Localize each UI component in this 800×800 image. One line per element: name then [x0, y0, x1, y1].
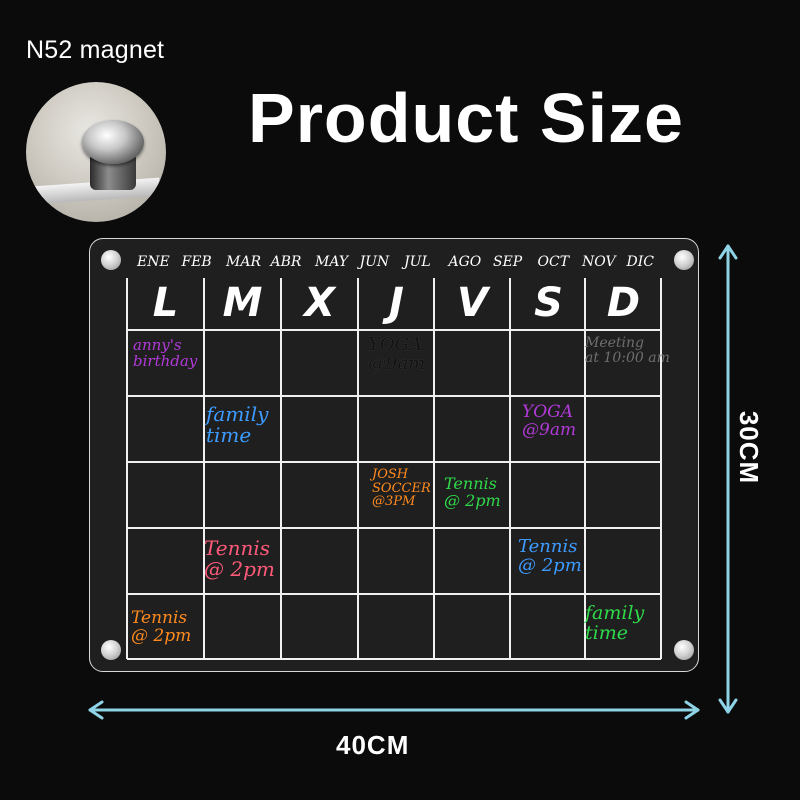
month-label: AGO	[448, 254, 482, 270]
note-line: SOCCER	[372, 480, 431, 496]
weekday-letter: S	[534, 280, 563, 326]
corner-magnet-bottom-right	[674, 640, 694, 660]
note-line: at 10:00 am	[585, 349, 670, 366]
weekday-letter: J	[389, 280, 404, 326]
note-line: Tennis	[518, 536, 578, 557]
note-line: Meeting	[585, 335, 644, 351]
note-line: @3PM	[372, 494, 416, 510]
note-line: @ 2pm	[204, 557, 275, 581]
weekday-letter: M	[222, 280, 263, 326]
calendar-note: Tennis@ 2pm	[131, 608, 192, 646]
month-label: DIC	[626, 254, 654, 270]
height-arrow-head-bottom	[718, 698, 738, 714]
magnet-label: N52 magnet	[26, 36, 165, 64]
month-label: JUN	[359, 254, 390, 270]
note-line: birthday	[133, 351, 198, 370]
month-label: ABR	[270, 254, 302, 270]
height-arrow-head-top	[718, 244, 738, 260]
note-line: JOSH	[372, 467, 409, 482]
weekday-letter: L	[152, 280, 179, 326]
page-title: Product Size	[248, 79, 684, 157]
month-label: OCT	[537, 254, 570, 270]
month-label: MAY	[315, 254, 349, 270]
note-line: family	[585, 602, 645, 624]
weekday-letter: V	[457, 280, 488, 326]
width-label: 40CM	[336, 730, 410, 760]
note-line: anny's	[133, 336, 182, 354]
height-label: 30CM	[734, 410, 765, 485]
corner-magnet-top-right	[674, 250, 694, 270]
calendar-note: YOGA@9am	[522, 402, 577, 440]
corner-magnet-top-left	[101, 250, 121, 270]
corner-magnet-bottom-left	[101, 640, 121, 660]
weekday-letter: X	[304, 280, 335, 326]
note-line: Tennis	[444, 474, 497, 493]
calendar-note: Tennis@ 2pm	[518, 536, 582, 576]
magnet-photo	[26, 82, 166, 222]
note-line: YOGA	[368, 334, 423, 355]
month-label: FEB	[181, 254, 212, 270]
calendar-board	[89, 238, 699, 672]
month-label: NOV	[582, 254, 616, 270]
note-line: @ 2pm	[518, 554, 582, 576]
calendar-note: Tennis@ 2pm	[444, 474, 501, 510]
width-arrow-head-right	[684, 700, 700, 720]
note-line: @9am	[522, 419, 577, 440]
weekday-letter: D	[606, 280, 641, 326]
width-arrow-head-left	[88, 700, 104, 720]
month-label: SEP	[493, 254, 523, 270]
month-label: ENE	[137, 254, 170, 270]
note-line: Tennis	[131, 608, 188, 628]
note-line: family	[206, 402, 269, 426]
month-label: JUL	[404, 254, 431, 270]
note-line: @ 2pm	[131, 625, 192, 646]
calendar-note: YOGA@9am	[368, 334, 426, 374]
magnet-cap	[82, 120, 144, 164]
month-label: MAR	[226, 254, 261, 270]
note-line: Tennis	[204, 536, 271, 560]
note-line: time	[206, 423, 252, 447]
note-line: @9am	[368, 352, 426, 374]
note-line: time	[585, 621, 628, 644]
calendar-note: Tennis@ 2pm	[204, 538, 275, 580]
note-line: @ 2pm	[444, 490, 501, 510]
note-line: YOGA	[522, 402, 574, 422]
